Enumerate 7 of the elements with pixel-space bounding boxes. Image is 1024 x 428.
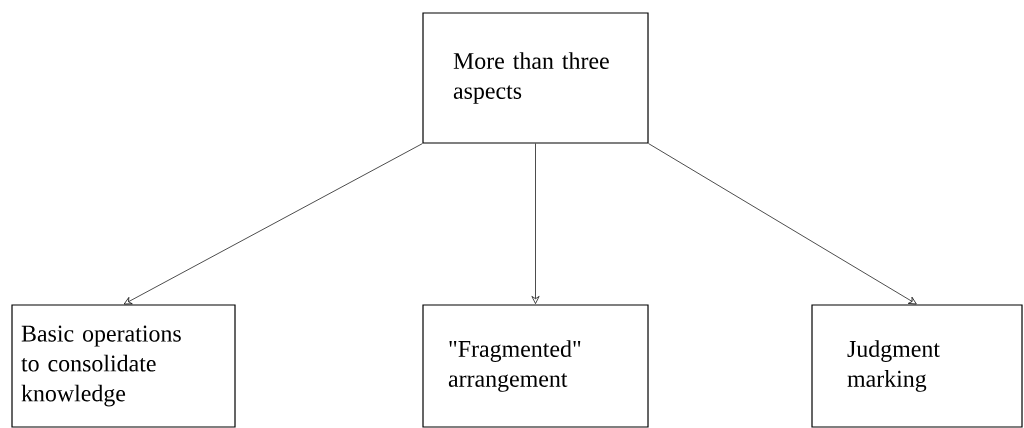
text-box: More than three aspects: [422, 12, 649, 144]
text-box: "Fragmented" arrangement: [422, 304, 649, 428]
text-box: Judgment marking: [811, 304, 1023, 428]
arrow: [648, 143, 917, 305]
arrow: [123, 143, 423, 305]
arrow: [531, 143, 540, 304]
text-box: Basic operations to consolidate knowledge: [11, 304, 236, 428]
